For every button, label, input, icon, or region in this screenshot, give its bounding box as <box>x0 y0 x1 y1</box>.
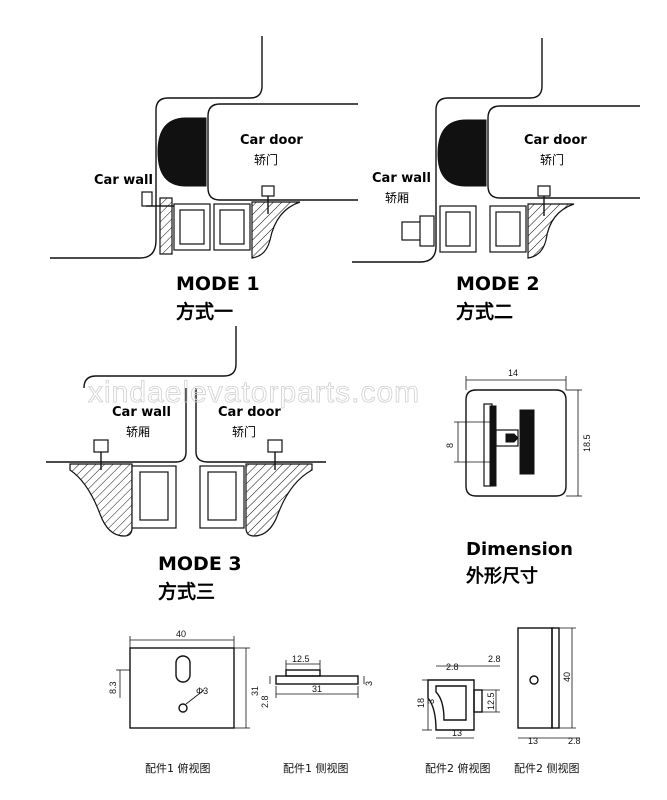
part1-side-length: 31 <box>312 684 322 694</box>
part2-side-right: 2.8 <box>568 736 581 746</box>
part1-top-drawing <box>116 636 250 729</box>
mode3-title: MODE 3 <box>158 553 242 575</box>
mode3-drawing <box>46 326 326 537</box>
part2-side-height: 40 <box>562 672 572 682</box>
dimension-title: Dimension <box>466 539 573 560</box>
dimension-drawing <box>454 376 582 497</box>
mode3-car-wall-label: Car wall <box>112 405 171 420</box>
part1-side-caption: 配件1 侧视图 <box>283 761 349 775</box>
mode1-car-wall-label: Car wall <box>94 173 153 188</box>
part2-top-caption: 配件2 俯视图 <box>425 761 491 775</box>
mode1-drawing <box>50 36 358 259</box>
part2-side-drawing <box>517 627 580 739</box>
part2-side-caption: 配件2 侧视图 <box>514 761 580 775</box>
mode3-car-door-label: Car door <box>218 405 281 420</box>
part1-height: 31 <box>250 686 260 696</box>
part2-side-bottom: 13 <box>528 736 538 746</box>
mode1-title: MODE 1 <box>176 273 260 295</box>
dim-offset: 8 <box>445 443 455 448</box>
part1-side-top: 12.5 <box>292 654 310 664</box>
part2-top-b: 2.8 <box>488 654 501 664</box>
mode1-car-door-cn: 轿门 <box>254 152 278 167</box>
part1-hole: Φ3 <box>196 686 208 696</box>
part1-width: 40 <box>176 629 186 639</box>
part1-top-caption: 配件1 俯视图 <box>145 761 211 775</box>
dimension-title-cn: 外形尺寸 <box>466 565 538 587</box>
part2-top-a: 2.8 <box>446 662 459 672</box>
part2-height: 18 <box>416 698 426 708</box>
part1-offset: 8.3 <box>108 681 118 694</box>
mode3-title-cn: 方式三 <box>158 580 215 603</box>
mode2-title: MODE 2 <box>456 273 540 295</box>
part1-side-right: 3 <box>364 681 374 686</box>
dim-width: 14 <box>508 368 518 378</box>
part2-mid: 12.5 <box>486 692 496 710</box>
mode2-car-door-cn: 轿门 <box>540 152 564 167</box>
part2-bottom: 13 <box>452 728 462 738</box>
mode3-car-door-cn: 轿门 <box>232 424 256 439</box>
mode3-car-wall-cn: 轿厢 <box>126 424 150 439</box>
mode2-car-wall-label: Car wall <box>372 171 431 186</box>
mode1-car-door-label: Car door <box>240 133 303 148</box>
mode2-drawing <box>352 38 640 263</box>
part1-side-drawing <box>269 660 365 698</box>
mode2-car-door-label: Car door <box>524 133 587 148</box>
dim-height: 18.5 <box>582 434 592 452</box>
mode1-title-cn: 方式一 <box>176 300 233 323</box>
mode2-car-wall-cn: 轿厢 <box>385 190 409 205</box>
watermark: xindaelevatorparts.com <box>88 376 420 409</box>
part2-top-drawing <box>422 665 500 739</box>
mode2-title-cn: 方式二 <box>456 300 513 323</box>
part1-side-thick: 2.8 <box>260 695 270 708</box>
part2-inner: 3 <box>426 699 436 704</box>
